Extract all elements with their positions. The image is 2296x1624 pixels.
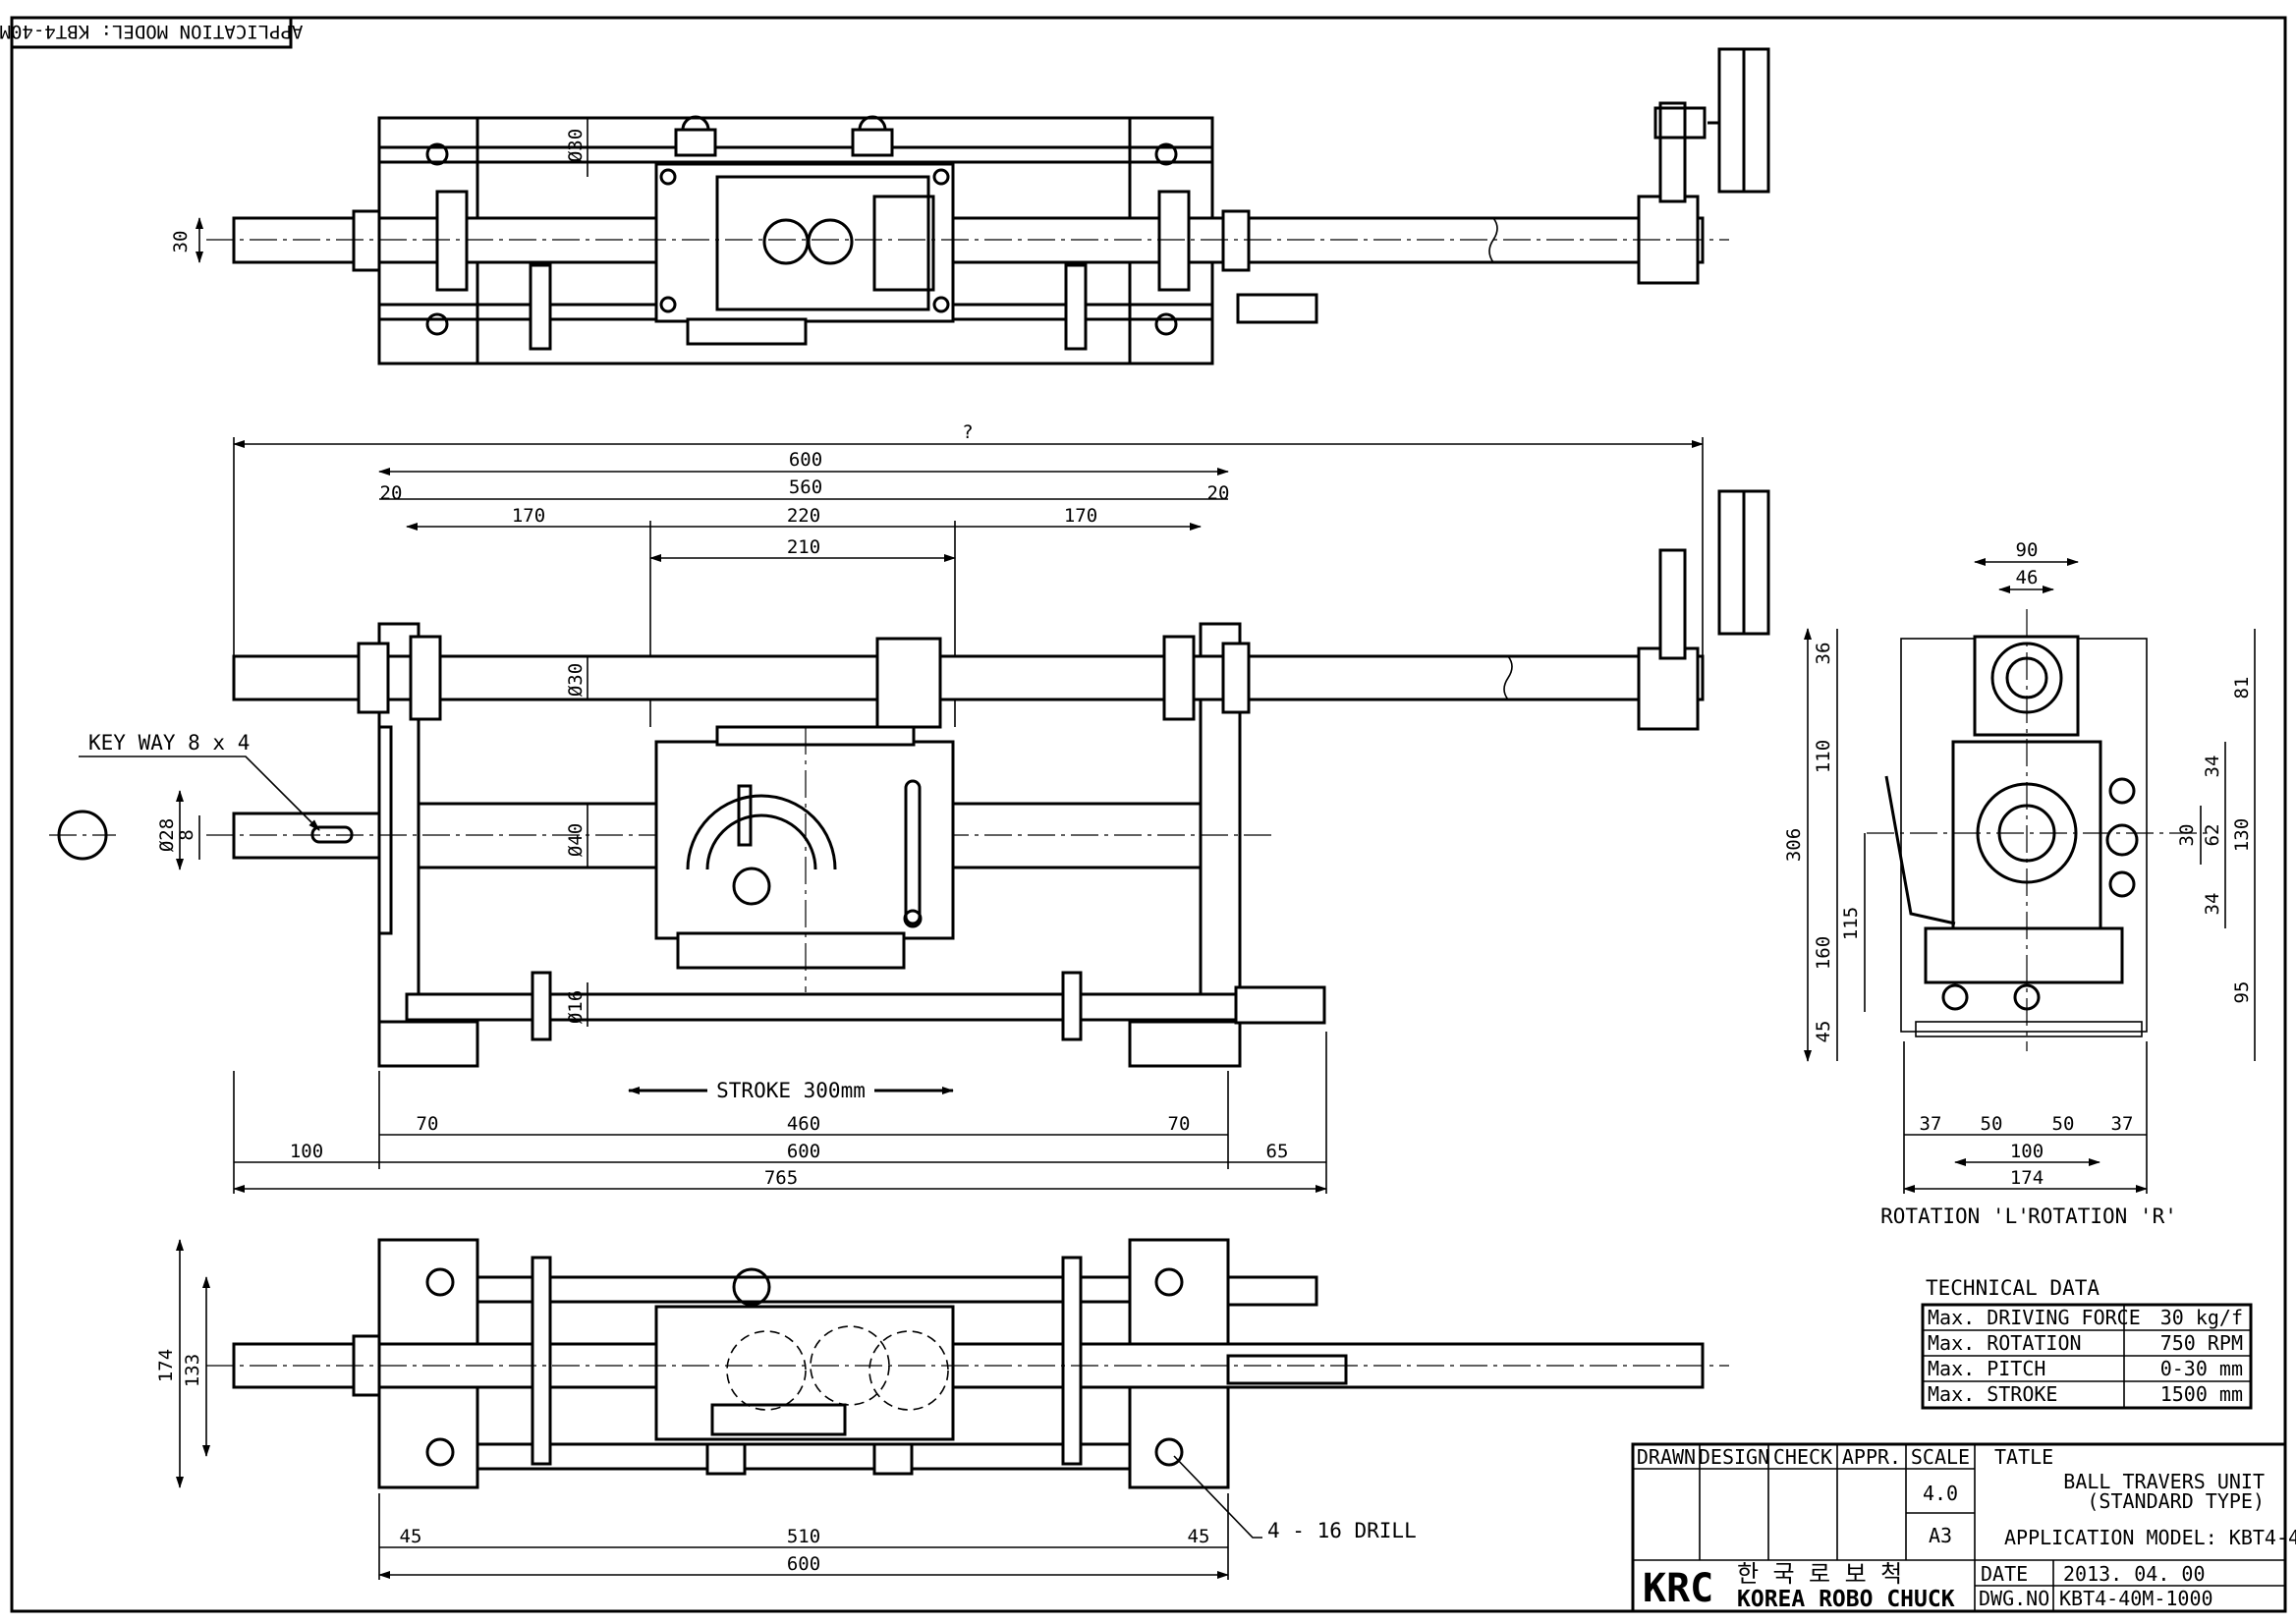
dimension-label: 133 — [182, 1354, 203, 1387]
krc-logo: KRC — [1643, 1566, 1713, 1611]
tb-dwg-label: DWG.NO — [1979, 1587, 2049, 1610]
dimension-label: 65 — [1266, 1141, 1289, 1162]
rotation-l-label: ROTATION 'L' — [1880, 1204, 2030, 1228]
dimension-label: 70 — [1168, 1113, 1191, 1135]
drawing-border — [10, 16, 2287, 1613]
dimension-label: 90 — [2016, 539, 2039, 561]
dim-top-d30: Ø30 — [565, 129, 587, 162]
stroke-label: STROKE 300mm — [716, 1079, 866, 1102]
tech-row-label: Max. PITCH — [1928, 1357, 2045, 1380]
drill-label: 4 - 16 DRILL — [1267, 1519, 1417, 1542]
dimension-label: 45 — [1813, 1021, 1834, 1043]
tb-paper: A3 — [1929, 1524, 1952, 1547]
dim-top-30: 30 — [170, 231, 192, 253]
dimension-label: 45 — [400, 1526, 422, 1547]
dimension-label: 130 — [2231, 818, 2253, 852]
dimension-label: 174 — [155, 1349, 177, 1382]
tb-header: SCALE — [1911, 1445, 1970, 1469]
dimension-label: 100 — [2010, 1141, 2044, 1162]
dimension-label: Ø28 — [156, 818, 178, 852]
dimension-label: 45 — [1188, 1526, 1210, 1547]
tb-date: 2013. 04. 00 — [2063, 1562, 2206, 1586]
dimension-label: 100 — [290, 1141, 323, 1162]
side-view: 90 46 36 110 160 45 306 115 81 130 95 34… — [1783, 539, 2256, 1228]
tb-company-en: KOREA ROBO CHUCK — [1737, 1587, 1955, 1612]
dimension-label: 30 — [2176, 824, 2198, 847]
dimension-label: 62 — [2202, 824, 2223, 847]
dimension-label: 50 — [2052, 1113, 2075, 1135]
dimension-label: Ø30 — [565, 663, 587, 697]
dimension-label: 81 — [2231, 677, 2253, 700]
tech-row-label: Max. ROTATION — [1928, 1331, 2082, 1355]
dimension-label: 110 — [1813, 740, 1834, 773]
tb-title-label: TATLE — [1994, 1445, 2053, 1469]
tb-company-kr: 한 국 로 보 척 — [1737, 1560, 1902, 1588]
tb-header: APPR. — [1842, 1445, 1901, 1469]
tb-scale: 4.0 — [1923, 1482, 1958, 1505]
tech-row-value: 1500 mm — [2160, 1382, 2243, 1406]
tech-row-label: Max. DRIVING FORCE — [1928, 1306, 2141, 1329]
dimension-label: 20 — [1207, 482, 1230, 504]
dimension-label: 95 — [2231, 981, 2253, 1004]
tech-row-value: 750 RPM — [2160, 1331, 2243, 1355]
dimension-label: 34 — [2202, 756, 2223, 778]
top-view: Ø30 30 — [170, 47, 1770, 365]
dimension-label: 170 — [512, 505, 545, 527]
tb-date-label: DATE — [1981, 1562, 2028, 1586]
dimension-label: 600 — [787, 1553, 820, 1575]
dimension-label: 174 — [2010, 1167, 2044, 1189]
dimension-label: 8 — [176, 829, 197, 840]
dimension-label: 210 — [787, 536, 820, 558]
dimension-label: 160 — [1813, 936, 1834, 970]
dim-front-q: ? — [962, 421, 973, 443]
dimension-label: 510 — [787, 1526, 820, 1547]
dimension-label: 34 — [2202, 893, 2223, 916]
application-model-tag: APPLICATION MODEL: KBT4-40M — [0, 16, 303, 49]
tech-row-value: 30 kg/f — [2160, 1306, 2243, 1329]
dimension-label: 50 — [1981, 1113, 2003, 1135]
dimension-label: 37 — [2111, 1113, 2134, 1135]
dimension-label: 70 — [417, 1113, 439, 1135]
dimension-label: 600 — [789, 449, 822, 471]
tb-dwg-no: KBT4-40M-1000 — [2059, 1587, 2213, 1610]
application-model-tag-text: APPLICATION MODEL: KBT4-40M — [0, 21, 303, 42]
dimension-label: 460 — [787, 1113, 820, 1135]
dimension-label: 600 — [787, 1141, 820, 1162]
technical-data: TECHNICAL DATA Max. DRIVING FORCE 30 kg/… — [1921, 1276, 2253, 1410]
dimension-label: Ø16 — [565, 990, 587, 1024]
tb-header: DESIGN — [1699, 1445, 1769, 1469]
dimension-label: 115 — [1840, 907, 1862, 940]
dimension-label: 37 — [1920, 1113, 1942, 1135]
front-view: ? 600 560 20 20 170 220 170 210 — [49, 421, 1770, 1194]
technical-data-title: TECHNICAL DATA — [1926, 1276, 2100, 1300]
dimension-label: 20 — [380, 482, 403, 504]
front-dims-top: ? 600 560 20 20 170 220 170 210 — [233, 421, 1704, 727]
tb-title-line2: (STANDARD TYPE) — [2087, 1489, 2265, 1513]
dimension-label: 560 — [789, 476, 822, 498]
dimension-label: 170 — [1064, 505, 1097, 527]
dimension-label: 765 — [764, 1167, 798, 1189]
dimension-label: 306 — [1783, 828, 1805, 862]
title-block: DRAWN DESIGN CHECK APPR. SCALE 4.0 A3 TA… — [1631, 1442, 2296, 1613]
dimension-label: Ø40 — [565, 823, 587, 857]
tb-title-line1: BALL TRAVERS UNIT — [2063, 1470, 2265, 1493]
tech-row-value: 0-30 mm — [2160, 1357, 2243, 1380]
tb-header: CHECK — [1773, 1445, 1832, 1469]
keyway-label: KEY WAY 8 x 4 — [88, 731, 250, 755]
tech-row-label: Max. STROKE — [1928, 1382, 2057, 1406]
dimension-label: 46 — [2016, 567, 2039, 588]
rotation-r-label: ROTATION 'R' — [2028, 1204, 2177, 1228]
tb-header: DRAWN — [1637, 1445, 1696, 1469]
tb-application-model: APPLICATION MODEL: KBT4-40M — [2004, 1526, 2296, 1549]
dimension-label: 220 — [787, 505, 820, 527]
dimension-label: 36 — [1813, 643, 1834, 665]
bottom-view: 174 133 45 510 45 600 4 - 16 DRILL — [155, 1238, 1729, 1580]
